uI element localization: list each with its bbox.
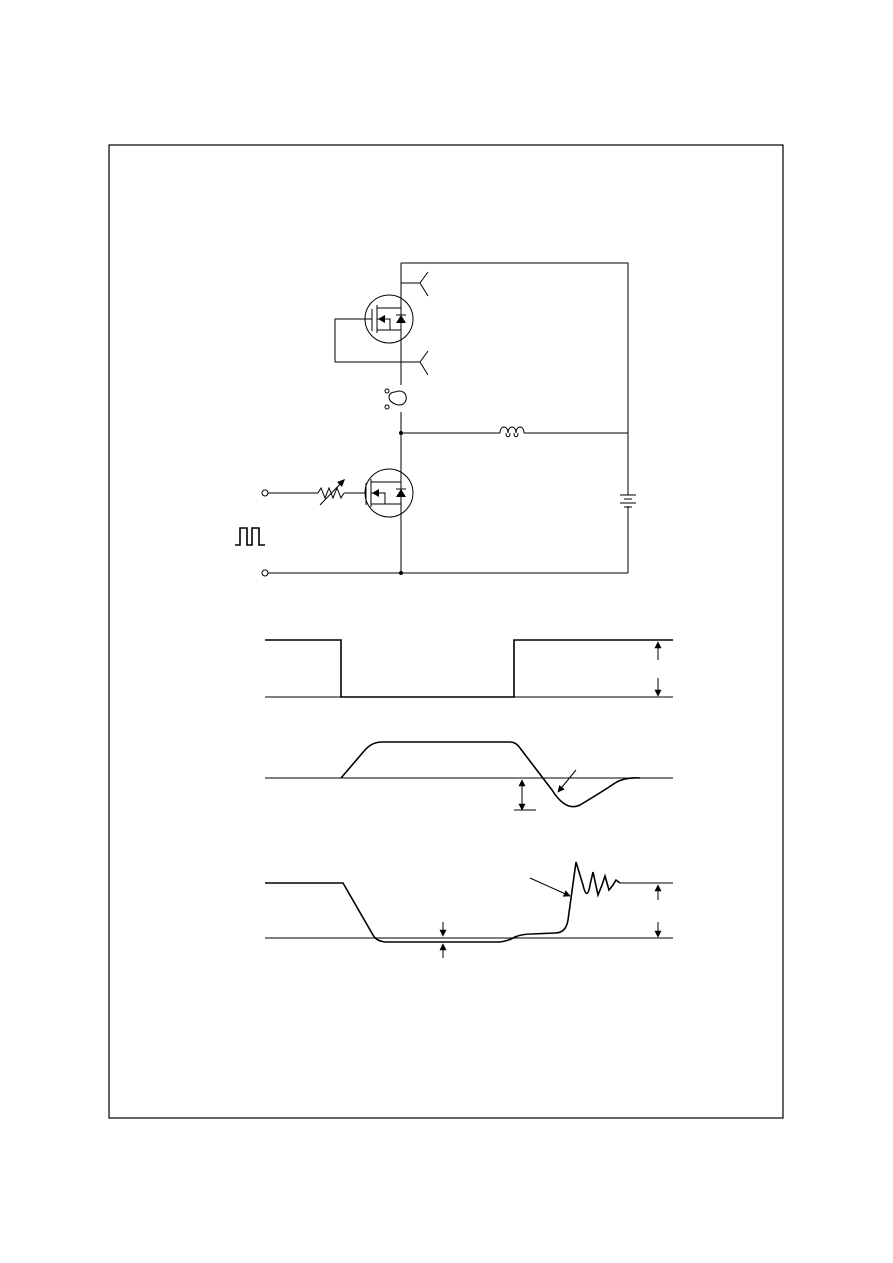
input-terminal-bottom <box>261 569 269 577</box>
voltage-trace <box>265 861 621 943</box>
current-trace <box>340 741 641 808</box>
inductor-icon <box>499 426 525 438</box>
waveform-diode-current <box>265 741 673 811</box>
current-probe-icon <box>384 388 407 410</box>
lower-mosfet <box>364 468 414 518</box>
n-channel-mosfet-icon <box>364 294 414 344</box>
battery-icon <box>620 488 636 513</box>
junction-dot <box>399 431 403 435</box>
gate-source-tie <box>334 318 401 363</box>
junction-dot <box>399 571 403 575</box>
pulse-train-icon <box>235 527 265 546</box>
input-terminal-top <box>261 489 269 497</box>
waveform-diode-voltage <box>265 861 673 958</box>
wire-top-rail <box>401 262 629 573</box>
upper-mosfet <box>334 294 414 363</box>
test-point-middle <box>401 350 429 376</box>
reverse-recovery-pointer <box>557 769 577 793</box>
variable-resistor-icon <box>317 479 345 506</box>
n-channel-mosfet-icon <box>364 468 414 518</box>
pulse-trace <box>265 639 673 698</box>
test-point-upper <box>401 271 429 297</box>
waveform-gate-drive-pulse <box>265 639 673 698</box>
figure-frame <box>108 144 784 1119</box>
overshoot-pointer <box>529 877 571 897</box>
test-circuit <box>235 262 636 577</box>
